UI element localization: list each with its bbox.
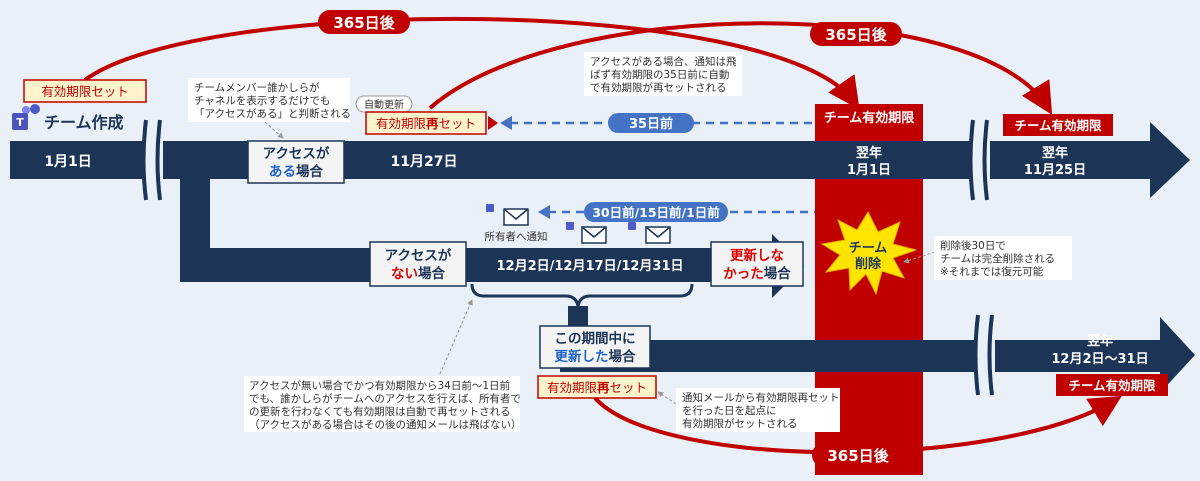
svg-text:365日後: 365日後 <box>333 14 395 32</box>
dec-dates: 12月2日/12月17日/12月31日 <box>497 259 684 274</box>
svg-text:で有効期限が再セットされる: で有効期限が再セットされる <box>590 81 727 94</box>
svg-text:の更新を行わなくても有効期限は自動で再セットされる: の更新を行わなくても有効期限は自動で再セットされる <box>249 405 511 418</box>
date-jan1: 1月1日 <box>44 154 91 170</box>
svg-text:365日後: 365日後 <box>825 26 887 44</box>
arc-365-top-outer <box>83 16 860 110</box>
period-brace <box>470 283 694 307</box>
svg-text:チームメンバー誰かしらが: チームメンバー誰かしらが <box>194 81 320 94</box>
pill-365-top-b: 365日後 <box>810 22 902 46</box>
valid-set-box: 有効期限セット <box>23 79 147 103</box>
team-create-label: チーム作成 <box>44 113 124 132</box>
to-owner-label: 所有者へ通知 <box>485 230 548 243</box>
svg-text:有効期限再セット: 有効期限再セット <box>547 380 647 395</box>
pill-365-bottom: 365日後 <box>812 443 904 467</box>
svg-text:この期間中に: この期間中に <box>555 330 636 347</box>
svg-text:チームは完全削除される: チームは完全削除される <box>940 252 1055 265</box>
next-jan1-label: 1月1日 <box>847 163 891 178</box>
reset-top-box: 有効期限再セット <box>365 111 487 135</box>
svg-text:更新した場合: 更新した場合 <box>555 348 637 365</box>
svg-text:有効期限セット: 有効期限セット <box>41 84 129 99</box>
next-nov25: 11月25日 <box>1024 163 1086 178</box>
team-delete-burst <box>820 210 918 296</box>
svg-text:削除後30日で: 削除後30日で <box>940 239 1006 252</box>
pill-35: 35日前 <box>608 113 694 133</box>
svg-text:（アクセスがある場合はその後の通知メールは飛ばない）: （アクセスがある場合はその後の通知メールは飛ばない） <box>249 418 521 431</box>
reset-bottom-box: 有効期限再セット <box>537 375 657 399</box>
team-expiry-2-box: チーム有効期限 <box>1003 114 1113 136</box>
timeline-arrow-bottom <box>560 317 1195 393</box>
team-expiry-label: チーム有効期限 <box>824 110 916 126</box>
svg-text:※それまでは復元可能: ※それまでは復元可能 <box>940 265 1044 278</box>
team-delete-2: 削除 <box>855 256 882 272</box>
svg-text:有効期限がセットされる: 有効期限がセットされる <box>682 417 798 430</box>
timeline-arrow-middle <box>180 179 804 298</box>
svg-text:を行った日を起点に: を行った日を起点に <box>682 404 777 417</box>
not-updated-box: 更新しな かった場合 <box>710 241 804 287</box>
svg-text:ない場合: ない場合 <box>391 265 445 282</box>
access-no-box: アクセスが ない場合 <box>369 241 467 287</box>
svg-text:アクセスが無い場合でかつ有効期限から34日前～1日前: アクセスが無い場合でかつ有効期限から34日前～1日前 <box>249 379 510 392</box>
access-yes-box: アクセスが ある場合 <box>247 140 345 184</box>
next-year-label: 翌年 <box>856 145 882 161</box>
note-no-access: アクセスが無い場合でかつ有効期限から34日前～1日前 でも、誰かしらがチームへの… <box>244 376 521 432</box>
svg-text:かった場合: かった場合 <box>723 265 791 282</box>
team-delete-1: チーム <box>849 241 888 256</box>
mail-icon <box>566 222 607 244</box>
svg-text:通知メールから有効期限再セット: 通知メールから有効期限再セット <box>682 391 840 404</box>
svg-text:35日前: 35日前 <box>629 116 673 132</box>
svg-text:365日後: 365日後 <box>827 447 889 465</box>
svg-text:チーム有効期限: チーム有効期限 <box>1068 378 1156 393</box>
break-mark-icon <box>141 118 163 201</box>
arc-365-top-inner <box>428 21 1053 115</box>
next-nov25-year: 翌年 <box>1042 145 1068 161</box>
svg-text:有効期限再セット: 有効期限再セット <box>376 116 476 131</box>
auto-update-tag: 自動更新 <box>355 95 413 113</box>
break-mark-icon <box>973 312 995 396</box>
svg-text:アクセスがある場合、通知は飛: アクセスがある場合、通知は飛 <box>590 55 737 68</box>
svg-text:T: T <box>16 116 24 129</box>
svg-text:チャネルを表示するだけでも: チャネルを表示するだけでも <box>194 94 330 107</box>
svg-text:アクセスが: アクセスが <box>385 247 452 264</box>
note-delete: 削除後30日で チームは完全削除される ※それまでは復元可能 <box>934 236 1072 280</box>
pill-30-15-1: 30日前/15日前/1日前 <box>584 202 728 222</box>
mail-icon <box>628 222 671 244</box>
svg-text:でも、誰かしらがチームへのアクセスを行えば、所有者で: でも、誰かしらがチームへのアクセスを行えば、所有者で <box>249 392 521 405</box>
arrow-left-icon <box>538 205 550 219</box>
svg-text:更新しな: 更新しな <box>730 247 784 264</box>
teams-icon: T <box>12 104 40 130</box>
svg-text:「アクセスがある」と判断される: 「アクセスがある」と判断される <box>194 107 351 120</box>
break-mark-icon <box>968 118 990 201</box>
svg-text:ばず有効期限の35日前に自動: ばず有効期限の35日前に自動 <box>590 68 729 81</box>
svg-text:30日前/15日前/1日前: 30日前/15日前/1日前 <box>592 205 720 220</box>
svg-text:自動更新: 自動更新 <box>364 98 404 111</box>
svg-text:アクセスが: アクセスが <box>263 145 330 162</box>
next-dec-year: 翌年 <box>1087 333 1113 349</box>
date-nov27: 11月27日 <box>391 154 458 170</box>
note-mail: 通知メールから有効期限再セット を行った日を起点に 有効期限がセットされる <box>676 388 840 432</box>
team-expiry-3-box: チーム有効期限 <box>1056 374 1168 396</box>
pill-365-top-a: 365日後 <box>318 10 410 34</box>
next-dec-range: 12月2日～31日 <box>1051 352 1148 367</box>
arrow-left-icon <box>500 116 512 130</box>
arrow-right-icon <box>488 116 498 130</box>
note-member: チームメンバー誰かしらが チャネルを表示するだけでも 「アクセスがある」と判断さ… <box>188 78 351 122</box>
during-box: この期間中に 更新した場合 <box>539 325 651 369</box>
note-access: アクセスがある場合、通知は飛 ばず有効期限の35日前に自動 で有効期限が再セット… <box>584 52 742 96</box>
mail-icon <box>486 204 529 226</box>
svg-text:チーム有効期限: チーム有効期限 <box>1014 118 1102 133</box>
svg-text:ある場合: ある場合 <box>269 163 323 180</box>
